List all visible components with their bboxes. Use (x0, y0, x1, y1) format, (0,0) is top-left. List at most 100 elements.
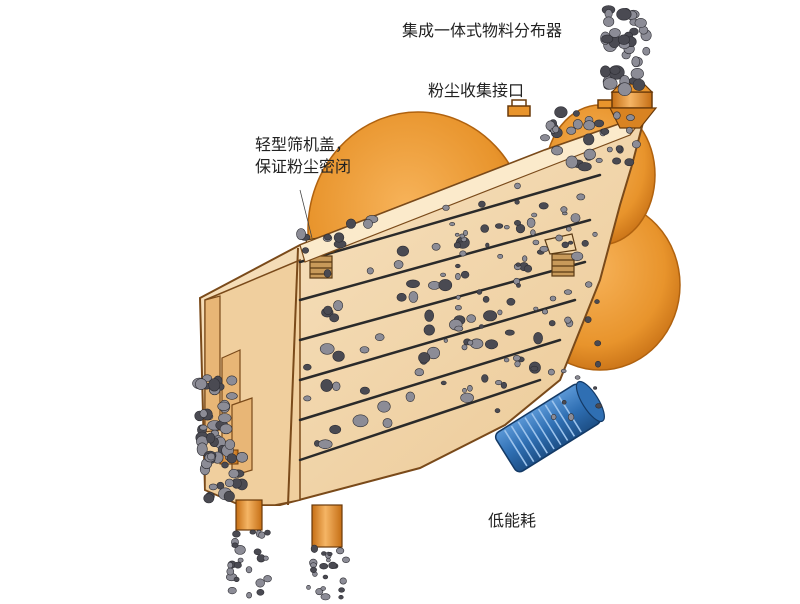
material-particle (567, 413, 575, 421)
discharge-pipes (219, 449, 343, 548)
material-particle (318, 439, 333, 450)
material-particle (332, 350, 345, 362)
material-particle (552, 125, 560, 134)
material-particle (310, 566, 317, 574)
material-particle (495, 380, 503, 386)
material-particle (263, 575, 272, 583)
material-particle (530, 365, 539, 372)
material-particle (199, 424, 208, 431)
material-particle (326, 557, 331, 563)
material-particle (480, 224, 490, 233)
material-particle (218, 413, 232, 423)
material-particle (333, 232, 345, 243)
material-particle (196, 442, 208, 456)
material-particle (526, 217, 536, 228)
material-particle (226, 375, 238, 386)
material-particle (483, 310, 498, 322)
material-particle (246, 591, 252, 599)
distributor-label: 集成一体式物料分布器 (402, 21, 563, 40)
material-particle (322, 574, 329, 580)
material-particle (459, 250, 467, 257)
material-particle (631, 56, 641, 68)
material-particle (514, 199, 520, 205)
material-particle (428, 280, 441, 290)
material-particle (512, 355, 521, 362)
material-particle (561, 399, 567, 405)
material-particle (440, 272, 446, 277)
dust-port-label: 粉尘收集接口 (428, 81, 525, 100)
material-particle (338, 594, 344, 600)
material-distributor (609, 83, 658, 129)
material-particle (567, 240, 574, 245)
material-particle (321, 551, 327, 556)
material-particle (327, 551, 333, 556)
material-particle (595, 157, 603, 163)
material-particle (303, 395, 312, 402)
material-particle (328, 561, 338, 570)
material-particle (454, 305, 462, 311)
material-particle (532, 239, 540, 246)
material-particle (233, 561, 242, 569)
material-particle (593, 386, 598, 390)
material-particle (414, 368, 424, 377)
material-particle (583, 133, 595, 146)
material-particle (320, 586, 326, 591)
material-particle (264, 529, 271, 536)
material-particle (548, 368, 555, 376)
material-particle (195, 378, 208, 390)
material-particle (223, 490, 235, 502)
material-particle (393, 260, 404, 269)
material-particle (453, 242, 461, 249)
material-particle (613, 111, 621, 120)
material-particle (249, 529, 257, 535)
material-particle (263, 555, 269, 561)
material-particle (584, 316, 592, 323)
material-particle (377, 400, 391, 413)
material-particle (467, 384, 473, 392)
material-particle (594, 299, 600, 304)
material-particle (531, 212, 538, 218)
material-particle (564, 316, 572, 324)
material-particle (231, 542, 239, 548)
material-particle (616, 8, 632, 21)
material-particle (539, 245, 549, 253)
material-particle (454, 325, 464, 332)
material-particle (554, 106, 568, 118)
material-particle (253, 548, 262, 556)
material-particle (617, 34, 630, 45)
material-particle (258, 531, 266, 539)
material-particle (563, 289, 573, 295)
material-particle (495, 223, 504, 229)
material-particle (309, 562, 317, 568)
material-particle (516, 282, 521, 288)
material-particle (207, 452, 216, 461)
material-particle (217, 401, 230, 411)
material-particle (359, 386, 370, 395)
material-particle (561, 241, 569, 249)
material-particle (506, 297, 516, 306)
material-particle (595, 403, 603, 409)
material-particle (329, 313, 340, 323)
material-particle (320, 593, 331, 601)
material-particle (600, 128, 610, 135)
material-particle (609, 65, 621, 75)
material-particle (303, 363, 312, 371)
material-particle (481, 374, 489, 383)
material-particle (497, 309, 503, 316)
material-particle (462, 387, 467, 393)
material-particle (482, 295, 490, 303)
material-particle (612, 157, 622, 165)
material-particle (226, 392, 238, 400)
material-particle (227, 561, 233, 569)
material-particle (332, 381, 341, 391)
material-particle (345, 218, 356, 229)
material-particle (533, 332, 543, 345)
material-particle (530, 229, 536, 236)
material-particle (234, 545, 246, 555)
material-particle (405, 391, 415, 402)
material-particle (224, 439, 236, 450)
material-particle (560, 368, 567, 374)
material-particle (601, 34, 614, 44)
material-particle (551, 145, 563, 156)
material-particle (617, 82, 632, 96)
